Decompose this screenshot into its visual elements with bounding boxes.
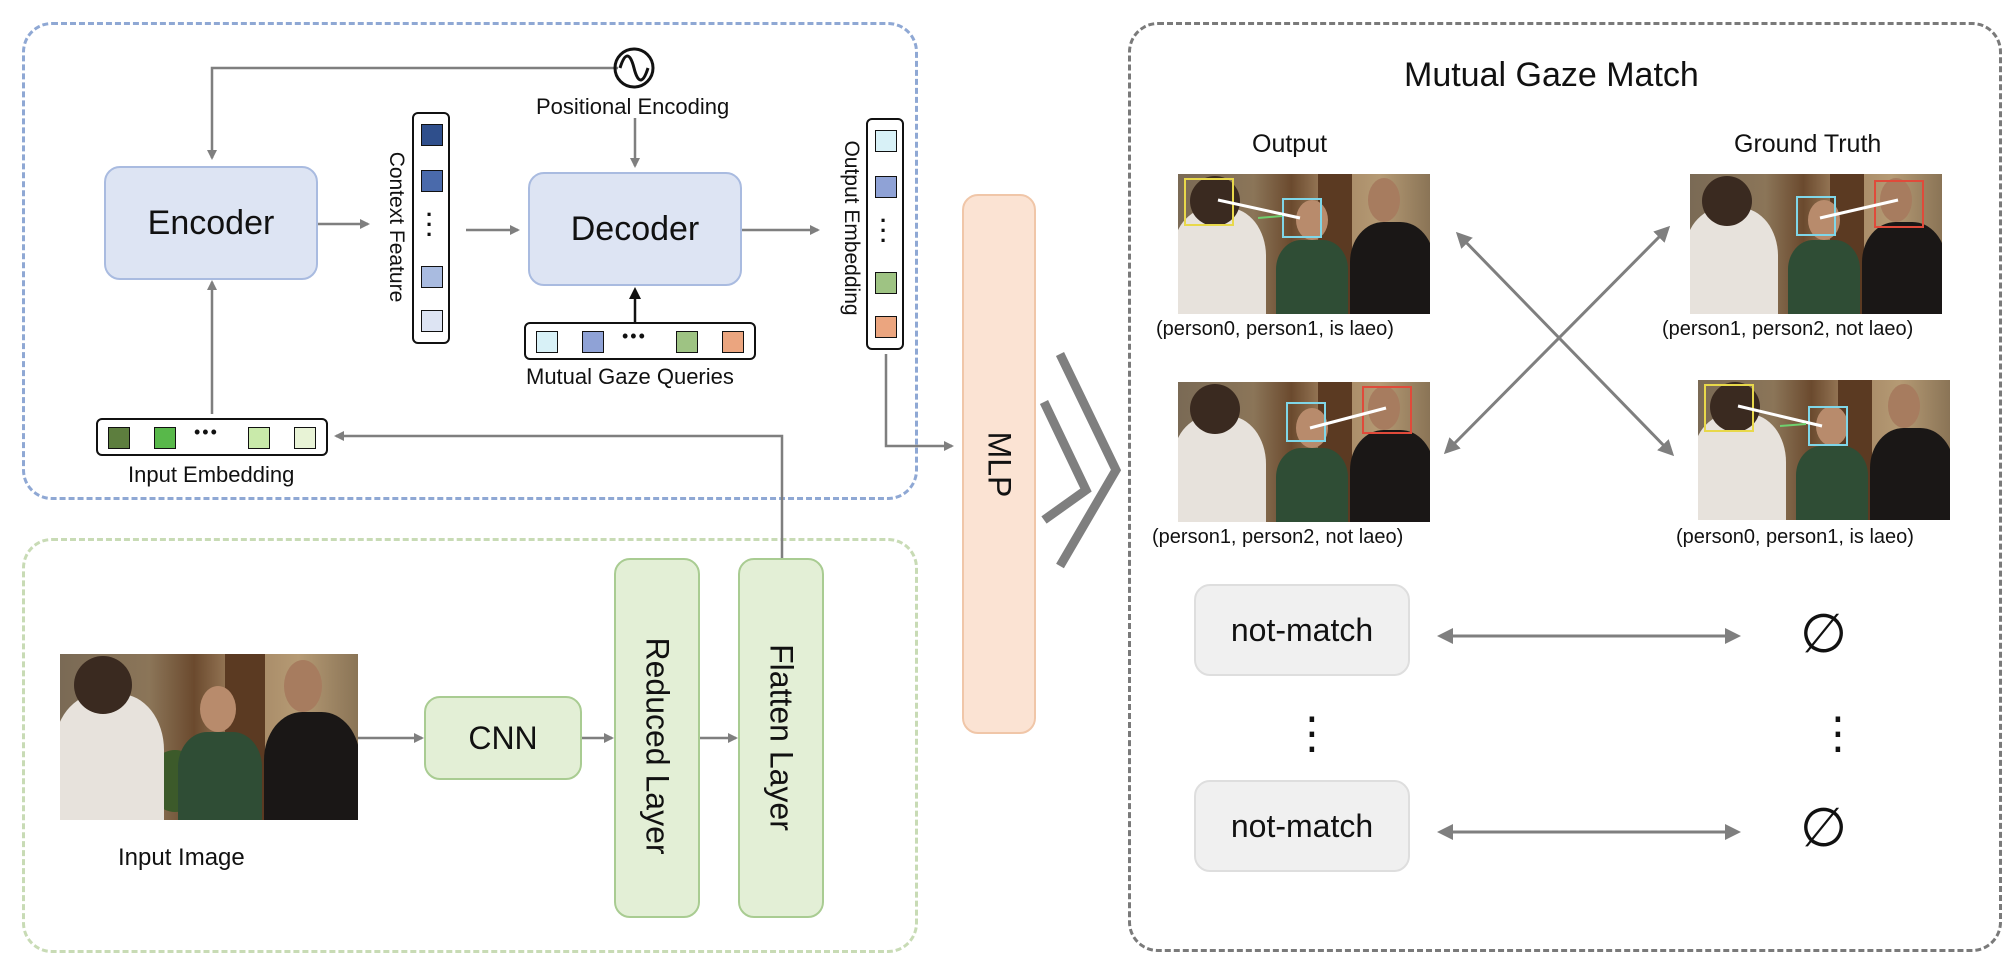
ground-truth-caption-2: (person0, person1, is laeo)	[1676, 526, 1914, 548]
flatten-layer-block	[738, 558, 824, 918]
flatten-layer-label: Flatten Layer	[763, 644, 800, 831]
empty-set-symbol-1: ∅	[1800, 604, 1848, 664]
context-cell	[421, 266, 443, 288]
input-image-label: Input Image	[118, 844, 245, 871]
vertical-dots-right: ⋮	[1816, 709, 1860, 758]
context-feature-vector: ···	[412, 112, 450, 344]
positional-encoding-label: Positional Encoding	[536, 94, 730, 119]
input-cell	[248, 427, 270, 449]
input-embedding-vector: •••	[96, 418, 328, 456]
not-match-box-2: not-match	[1194, 780, 1410, 872]
input-cell	[154, 427, 176, 449]
input-embedding-label: Input Embedding	[128, 462, 295, 487]
output-image-1	[1178, 174, 1430, 314]
mlp-block	[962, 194, 1036, 734]
match-arrow-1	[1455, 231, 1675, 457]
decoder-label: Decoder	[570, 209, 700, 248]
mutual-gaze-queries-vector: •••	[524, 322, 756, 360]
context-cell	[421, 170, 443, 192]
output-header: Output	[1252, 130, 1328, 158]
output-embedding-vector: ···	[866, 118, 904, 350]
output-cell	[875, 316, 897, 338]
not-match-label-1: not-match	[1230, 611, 1374, 648]
input-dots: •••	[194, 422, 219, 442]
query-cell	[722, 331, 744, 353]
backbone-region	[22, 538, 918, 953]
output-dots: ···	[880, 208, 888, 253]
chevron-2	[1039, 400, 1092, 524]
query-dots: •••	[622, 326, 647, 346]
input-image	[60, 654, 358, 820]
reduced-layer-block	[614, 558, 700, 918]
encoder-block: Encoder	[104, 166, 318, 280]
output-embedding-label: Output Embedding	[840, 140, 863, 316]
output-cell	[875, 130, 897, 152]
empty-set-symbol-2: ∅	[1800, 798, 1848, 858]
flatten-to-input-arrow	[334, 431, 784, 560]
context-cell	[421, 310, 443, 332]
output-image-2	[1178, 382, 1430, 522]
match-title: Mutual Gaze Match	[1404, 56, 1699, 94]
input-cell	[294, 427, 316, 449]
chevron-1	[1055, 352, 1122, 569]
ground-truth-caption-1: (person1, person2, not laeo)	[1662, 318, 1914, 340]
mlp-label: MLP	[981, 431, 1018, 498]
ground-truth-image-1	[1690, 174, 1942, 314]
output-cell	[875, 176, 897, 198]
output-caption-2: (person1, person2, not laeo)	[1152, 526, 1404, 548]
not-match-box-1: not-match	[1194, 584, 1410, 676]
context-dots: ···	[426, 202, 434, 247]
query-cell	[582, 331, 604, 353]
query-cell	[536, 331, 558, 353]
pos-to-encoder-arrow	[207, 66, 618, 160]
match-arrow-2	[1443, 225, 1671, 455]
decoder-block: Decoder	[528, 172, 742, 286]
ground-truth-header: Ground Truth	[1734, 130, 1882, 158]
cnn-block: CNN	[424, 696, 582, 780]
reduced-layer-label: Reduced Layer	[639, 637, 676, 855]
cnn-label: CNN	[468, 719, 538, 756]
input-cell	[108, 427, 130, 449]
context-feature-label: Context Feature	[385, 151, 408, 303]
sine-wave-circle-icon	[612, 46, 656, 90]
transformer-region	[22, 22, 918, 500]
context-cell	[421, 124, 443, 146]
output-cell	[875, 272, 897, 294]
output-caption-1: (person0, person1, is laeo)	[1156, 318, 1394, 340]
vertical-dots-left: ⋮	[1290, 709, 1334, 758]
ground-truth-image-2	[1698, 380, 1950, 520]
query-cell	[676, 331, 698, 353]
mutual-gaze-queries-label: Mutual Gaze Queries	[526, 364, 734, 389]
mutual-gaze-match-region	[1128, 22, 2002, 952]
output-to-mlp-arrow	[884, 354, 954, 451]
not-match-label-2: not-match	[1230, 807, 1374, 844]
encoder-label: Encoder	[147, 203, 275, 242]
